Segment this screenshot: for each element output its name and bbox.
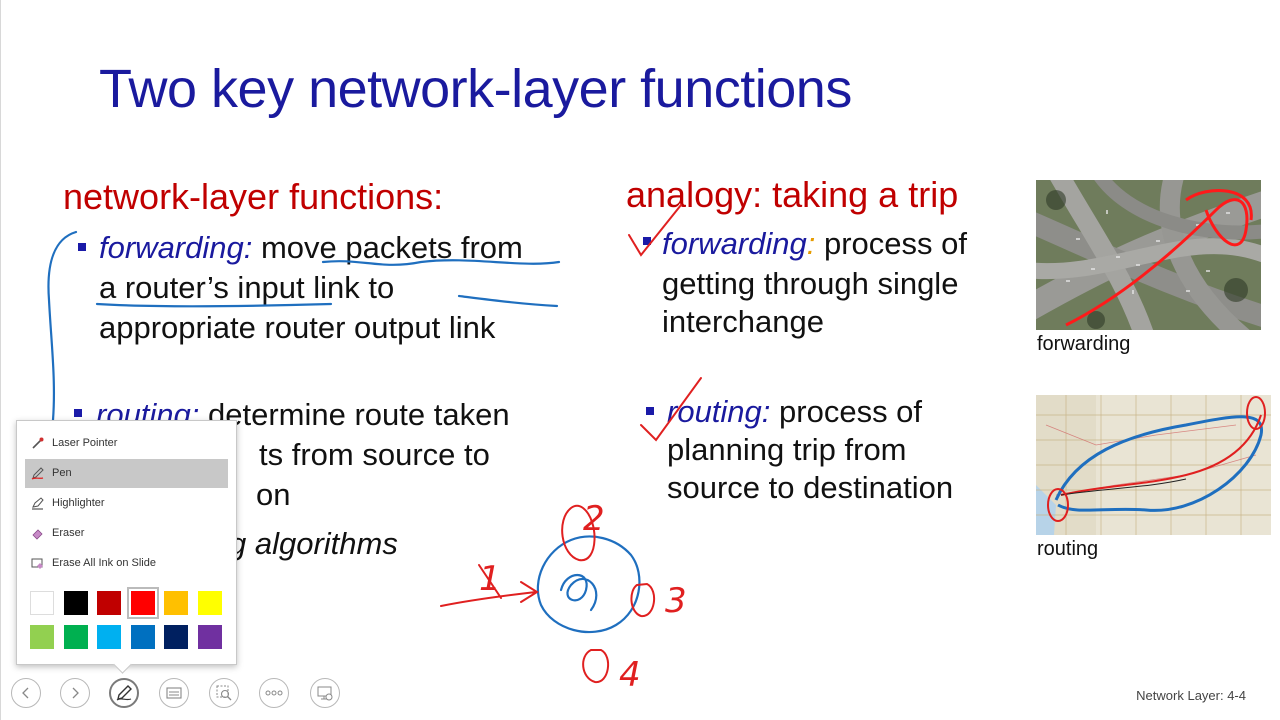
menu-item-erase-all[interactable]: Erase All Ink on Slide bbox=[25, 549, 228, 578]
ink-color-swatch[interactable] bbox=[30, 591, 54, 615]
ink-color-swatch[interactable] bbox=[97, 625, 121, 649]
ink-bracket bbox=[47, 230, 78, 422]
bullet-text: process of bbox=[770, 394, 923, 429]
ink-color-swatch[interactable] bbox=[30, 625, 54, 649]
erase-all-icon bbox=[31, 558, 43, 569]
bullet-text: getting through single bbox=[662, 266, 959, 301]
pen-tools-button[interactable] bbox=[109, 678, 139, 708]
ink-oval bbox=[561, 504, 596, 562]
caption-routing: routing bbox=[1037, 538, 1099, 560]
bullet-text: planning trip from bbox=[667, 432, 907, 467]
ink-color-swatch[interactable] bbox=[197, 625, 222, 649]
zoom-button[interactable] bbox=[209, 678, 239, 708]
chevron-right-icon bbox=[72, 687, 79, 699]
bullet-text: on bbox=[256, 477, 291, 512]
more-options-button[interactable] bbox=[259, 678, 289, 708]
ink-color-swatch[interactable] bbox=[63, 591, 88, 615]
term-forwarding: forwarding: bbox=[99, 230, 253, 265]
term-forwarding: forwarding bbox=[662, 226, 807, 261]
ink-loop bbox=[559, 574, 598, 612]
menu-item-label: Eraser bbox=[52, 527, 85, 539]
ink-color-swatch[interactable] bbox=[130, 625, 155, 649]
pen-icon bbox=[31, 467, 44, 480]
bullet-marker bbox=[643, 237, 651, 245]
ink-color-swatch[interactable] bbox=[63, 625, 88, 649]
left-sub-bullet-fragment: g algorithms bbox=[229, 526, 398, 561]
see-all-slides-button[interactable] bbox=[159, 678, 189, 708]
bullet-text: determine route taken bbox=[199, 397, 510, 432]
ink-arrow-cross bbox=[478, 564, 502, 599]
menu-item-label: Erase All Ink on Slide bbox=[52, 557, 156, 569]
ink-digit: 4 bbox=[619, 655, 641, 695]
ink-color-swatch[interactable] bbox=[126, 587, 159, 619]
highway-interchange-photo bbox=[1036, 180, 1261, 330]
menu-item-eraser[interactable]: Eraser bbox=[25, 519, 228, 548]
bullet-marker bbox=[78, 243, 86, 251]
highlighter-icon bbox=[32, 497, 44, 510]
left-bullet-forwarding: forwarding: move packets from a router’s… bbox=[99, 228, 523, 348]
chevron-left-icon bbox=[22, 687, 29, 699]
slide-footer: Network Layer: 4-4 bbox=[1136, 688, 1246, 703]
bullet-marker bbox=[74, 409, 82, 417]
term-colon: : bbox=[806, 226, 816, 261]
menu-item-highlighter[interactable]: Highlighter bbox=[25, 489, 228, 518]
menu-item-label: Laser Pointer bbox=[52, 437, 118, 449]
pen-icon bbox=[116, 685, 132, 701]
ink-digit: 1 bbox=[479, 559, 501, 599]
left-heading: network-layer functions: bbox=[63, 176, 444, 217]
ink-color-swatch[interactable] bbox=[97, 591, 121, 615]
bullet-text: a router’s input link to bbox=[99, 270, 395, 305]
right-bullet-routing: routing: process of planning trip from s… bbox=[667, 393, 953, 507]
display-settings-button[interactable] bbox=[310, 678, 340, 708]
eraser-icon bbox=[32, 529, 43, 540]
bullet-text: ts from source to bbox=[259, 437, 490, 472]
caption-forwarding: forwarding bbox=[1037, 333, 1131, 355]
bullet-text: appropriate router output link bbox=[99, 310, 496, 345]
display-settings-icon bbox=[317, 686, 333, 701]
slides-grid-icon bbox=[166, 687, 182, 699]
ink-tools-menu: Laser Pointer Pen Highlighter Eraser Era… bbox=[16, 420, 237, 665]
route-map-image bbox=[1036, 395, 1271, 535]
bullet-marker bbox=[646, 407, 654, 415]
more-icon bbox=[265, 690, 283, 696]
laser-pointer-icon bbox=[32, 437, 44, 449]
ink-color-swatch[interactable] bbox=[164, 591, 188, 615]
ink-node-circle bbox=[536, 535, 641, 634]
ink-oval bbox=[630, 582, 656, 617]
zoom-icon bbox=[216, 685, 232, 701]
bullet-text: move packets from bbox=[252, 230, 523, 265]
ink-digit: 2 bbox=[583, 499, 605, 539]
term-routing: routing: bbox=[667, 394, 771, 429]
bullet-text: process of bbox=[815, 226, 967, 261]
menu-item-laser-pointer[interactable]: Laser Pointer bbox=[25, 429, 228, 458]
ink-arrow bbox=[440, 581, 539, 607]
ink-digit: 3 bbox=[665, 581, 687, 621]
ink-oval bbox=[582, 649, 610, 683]
right-heading: analogy: taking a trip bbox=[626, 174, 959, 215]
previous-slide-button[interactable] bbox=[11, 678, 41, 708]
menu-item-label: Highlighter bbox=[52, 497, 105, 509]
menu-item-pen[interactable]: Pen bbox=[25, 459, 228, 488]
ink-color-swatch[interactable] bbox=[197, 591, 222, 615]
ink-color-swatch[interactable] bbox=[164, 625, 188, 649]
next-slide-button[interactable] bbox=[60, 678, 90, 708]
menu-item-label: Pen bbox=[52, 467, 72, 479]
slide-title: Two key network-layer functions bbox=[99, 59, 852, 119]
bullet-text: source to destination bbox=[667, 470, 954, 505]
bullet-text: interchange bbox=[662, 304, 825, 339]
left-bullet-routing: routing: determine route taken ts from s… bbox=[96, 395, 510, 515]
right-bullet-forwarding: forwarding: process of getting through s… bbox=[662, 224, 967, 342]
